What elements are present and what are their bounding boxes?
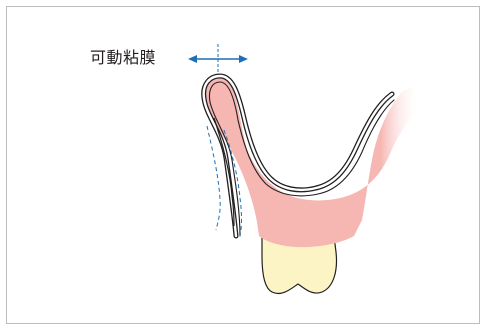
arrow-head-right — [239, 55, 248, 63]
arrow-head-left — [188, 55, 197, 63]
mobile-mucosa-label: 可動粘膜 — [90, 48, 156, 68]
dashed-line-outer — [207, 126, 220, 230]
